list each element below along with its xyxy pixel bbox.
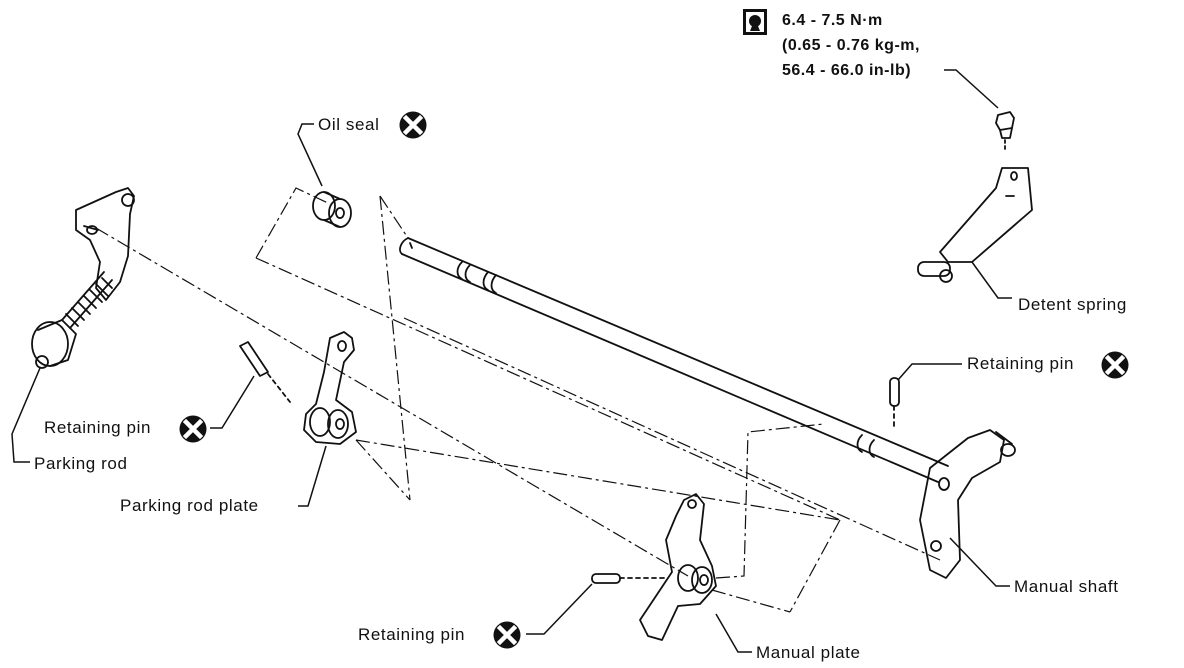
do-not-reuse-icon-pin-right xyxy=(1102,352,1129,379)
parking-rod-part xyxy=(31,187,135,369)
manual-shaft-lever xyxy=(919,429,1016,579)
manual-shaft-rod xyxy=(399,237,949,483)
torque-wrench-icon xyxy=(743,9,767,35)
do-not-reuse-icon-pin-left xyxy=(180,416,207,443)
do-not-reuse-icon-oil-seal xyxy=(400,112,427,139)
assembly-phantom-lines xyxy=(95,187,941,613)
do-not-reuse-icon-pin-bottom xyxy=(494,622,521,649)
detent-spring-part xyxy=(917,111,1033,283)
label-detent-spring: Detent spring xyxy=(1018,295,1127,314)
label-retaining-pin-right: Retaining pin xyxy=(967,354,1075,373)
retaining-pin-bottom-part xyxy=(591,573,665,584)
leader-lines xyxy=(11,69,1012,653)
torque-spec-line2: (0.65 - 0.76 kg-m, xyxy=(782,37,920,54)
torque-spec: 6.4 - 7.5 N·m (0.65 - 0.76 kg-m, 56.4 - … xyxy=(782,8,920,83)
torque-spec-line1: 6.4 - 7.5 N·m xyxy=(782,12,883,29)
oil-seal-part xyxy=(312,191,352,228)
parking-rod-plate-part xyxy=(303,331,357,445)
label-retaining-pin-left: Retaining pin xyxy=(44,418,152,437)
retaining-pin-left-part xyxy=(239,341,291,403)
label-parking-rod-plate: Parking rod plate xyxy=(120,496,259,515)
label-oil-seal: Oil seal xyxy=(318,115,380,134)
manual-plate-part xyxy=(639,493,717,641)
torque-spec-line3: 56.4 - 66.0 in-lb) xyxy=(782,62,912,79)
retaining-pin-right-part xyxy=(889,377,900,431)
label-manual-plate: Manual plate xyxy=(756,643,861,662)
label-parking-rod: Parking rod xyxy=(34,454,128,473)
label-retaining-pin-bottom: Retaining pin xyxy=(358,625,466,644)
label-manual-shaft: Manual shaft xyxy=(1014,577,1119,596)
